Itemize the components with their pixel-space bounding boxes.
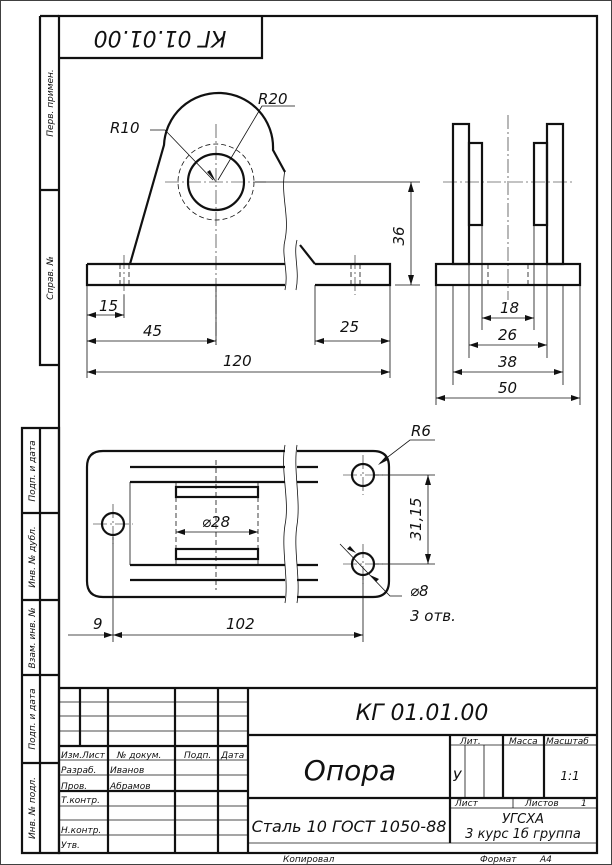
- sheet-label: Лист: [454, 799, 479, 809]
- sheets-label: Листов: [524, 799, 559, 809]
- dim-120: 120: [223, 352, 252, 370]
- dim-r10: R10: [110, 119, 140, 137]
- role-tkontr: Т.контр.: [61, 796, 100, 806]
- copied-label: Копировал: [283, 855, 335, 865]
- dim-31-15: 31,15: [407, 498, 425, 541]
- side-stamp: Перв. примен. Справ. № Подп. и дата Инв.…: [20, 14, 61, 855]
- header-data: Дата: [220, 751, 244, 761]
- header-massa: Масса: [509, 737, 538, 747]
- title-block-part-name: Опора: [304, 754, 396, 787]
- group: 3 курс 1б группа: [465, 827, 581, 842]
- dim-102: 102: [226, 615, 255, 633]
- header-dokum: № докум.: [116, 751, 161, 761]
- dim-38: 38: [498, 353, 517, 371]
- title-block-code: КГ 01.01.00: [356, 701, 489, 726]
- dim-h36: 36: [390, 226, 408, 245]
- scale-value: 1:1: [560, 769, 579, 783]
- header-lit: Лит.: [459, 737, 481, 747]
- header-masshtab: Масштаб: [546, 737, 589, 747]
- header-izm: Изм.: [61, 751, 82, 761]
- front-view: R10 R20 36 15 45 25 120: [85, 90, 420, 378]
- dim-r20: R20: [258, 90, 288, 108]
- side-label-inv-podl: Инв. № подл.: [28, 777, 38, 839]
- dim-45: 45: [143, 322, 162, 340]
- name-razrab: Иванов: [110, 766, 144, 776]
- dim-25: 25: [340, 318, 359, 336]
- dim-phi28: ⌀28: [202, 513, 230, 531]
- code-mirrored: КГ 01.01.00: [94, 25, 227, 50]
- role-utv: Утв.: [61, 841, 80, 851]
- format-value: А4: [539, 855, 552, 865]
- side-view: 18 26 38 50: [434, 115, 582, 405]
- header-podp: Подп.: [184, 751, 211, 761]
- letter-value: У: [453, 769, 463, 785]
- code-box-top: КГ 01.01.00: [59, 16, 264, 60]
- top-view: R6 ⌀28 31,15 ⌀8 3 отв. 9 102: [68, 422, 456, 642]
- side-label-inv-dubl: Инв. № дубл.: [28, 526, 38, 588]
- dim-holes: 3 отв.: [410, 607, 456, 625]
- title-block-material: Сталь 10 ГОСТ 1050-88: [252, 817, 447, 836]
- drawing-frame: [57, 14, 599, 855]
- dim-15: 15: [99, 297, 118, 315]
- sheets-count: 1: [581, 799, 587, 809]
- header-list: Лист: [81, 751, 106, 761]
- title-block: КГ 01.01.00 Опора Сталь 10 ГОСТ 1050-88 …: [59, 686, 597, 853]
- side-label-perv-primen: Перв. примен.: [46, 69, 56, 137]
- dim-18: 18: [500, 299, 519, 317]
- name-prov: Абрамов: [109, 782, 151, 792]
- dim-phi8: ⌀8: [410, 582, 429, 600]
- side-label-sprav-no: Справ. №: [46, 256, 56, 300]
- format-label: Формат: [480, 855, 517, 865]
- side-label-vzam-inv: Взам. инв. №: [28, 607, 38, 668]
- dim-26: 26: [498, 326, 517, 344]
- role-nkontr: Н.контр.: [61, 826, 101, 836]
- role-prov: Пров.: [61, 782, 87, 792]
- side-label-podp-data-1: Подп. и дата: [28, 440, 38, 501]
- side-label-podp-data-2: Подп. и дата: [28, 688, 38, 749]
- organization: УГСХА: [502, 812, 544, 827]
- dim-9: 9: [93, 615, 103, 633]
- dim-r6: R6: [411, 422, 431, 440]
- dim-50: 50: [498, 379, 517, 397]
- role-razrab: Разраб.: [61, 766, 96, 776]
